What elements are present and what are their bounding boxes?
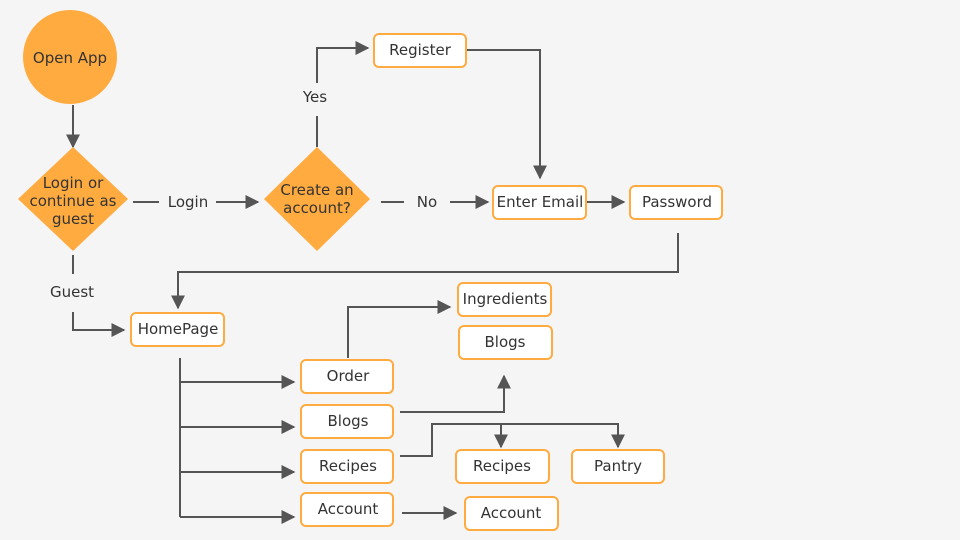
node-order-label: Order bbox=[327, 367, 370, 385]
node-enter-email: Enter Email bbox=[492, 185, 587, 220]
node-ingredients: Ingredients bbox=[457, 282, 552, 317]
node-blogs-target-label: Blogs bbox=[485, 333, 526, 351]
node-recipes-target: Recipes bbox=[455, 449, 550, 484]
node-account-target: Account bbox=[464, 496, 559, 531]
edge-order-to-ingredients bbox=[347, 300, 452, 358]
node-password-label: Password bbox=[642, 193, 712, 211]
edge-label-yes: Yes bbox=[302, 88, 327, 106]
node-recipes-menu-label: Recipes bbox=[319, 457, 377, 475]
node-account-menu-label: Account bbox=[318, 500, 379, 518]
node-register-label: Register bbox=[389, 41, 452, 59]
node-enter-email-label: Enter Email bbox=[497, 193, 584, 211]
node-create-account: Create an account? bbox=[264, 147, 370, 251]
node-login-or-guest: Login or continue as guest bbox=[18, 147, 128, 251]
node-open-app: Open App bbox=[23, 10, 117, 104]
node-login-or-guest-line-2: continue as bbox=[30, 192, 117, 210]
node-blogs-menu-label: Blogs bbox=[328, 412, 369, 430]
node-blogs-menu: Blogs bbox=[300, 404, 394, 439]
edge-register-to-email bbox=[467, 49, 547, 180]
node-order: Order bbox=[300, 359, 394, 394]
node-account-target-label: Account bbox=[481, 504, 542, 522]
node-homepage: HomePage bbox=[130, 312, 225, 347]
node-recipes-target-label: Recipes bbox=[473, 457, 531, 475]
node-login-or-guest-line-1: Login or bbox=[43, 174, 104, 192]
edge-guest-bottom bbox=[72, 312, 126, 337]
node-register: Register bbox=[373, 33, 467, 68]
node-create-account-line-2: account? bbox=[283, 199, 351, 217]
node-password: Password bbox=[629, 185, 723, 220]
edge-label-guest: Guest bbox=[50, 283, 94, 301]
node-open-app-label: Open App bbox=[33, 49, 107, 67]
node-login-or-guest-line-3: guest bbox=[52, 210, 94, 228]
node-account-menu: Account bbox=[300, 492, 394, 527]
node-recipes-menu: Recipes bbox=[300, 449, 394, 484]
edge-password-to-homepage bbox=[171, 233, 679, 310]
edge-label-login: Login bbox=[168, 193, 208, 211]
node-homepage-label: HomePage bbox=[138, 320, 219, 338]
edge-yes-top bbox=[316, 41, 370, 83]
edge-label-no: No bbox=[417, 193, 437, 211]
node-create-account-line-1: Create an bbox=[280, 181, 353, 199]
edge-blogs-to-blogs bbox=[400, 374, 511, 413]
node-pantry-label: Pantry bbox=[594, 457, 642, 475]
node-blogs-target: Blogs bbox=[458, 325, 553, 360]
edge-recipes-fork bbox=[400, 423, 625, 457]
node-ingredients-label: Ingredients bbox=[463, 290, 548, 308]
node-pantry: Pantry bbox=[571, 449, 665, 484]
